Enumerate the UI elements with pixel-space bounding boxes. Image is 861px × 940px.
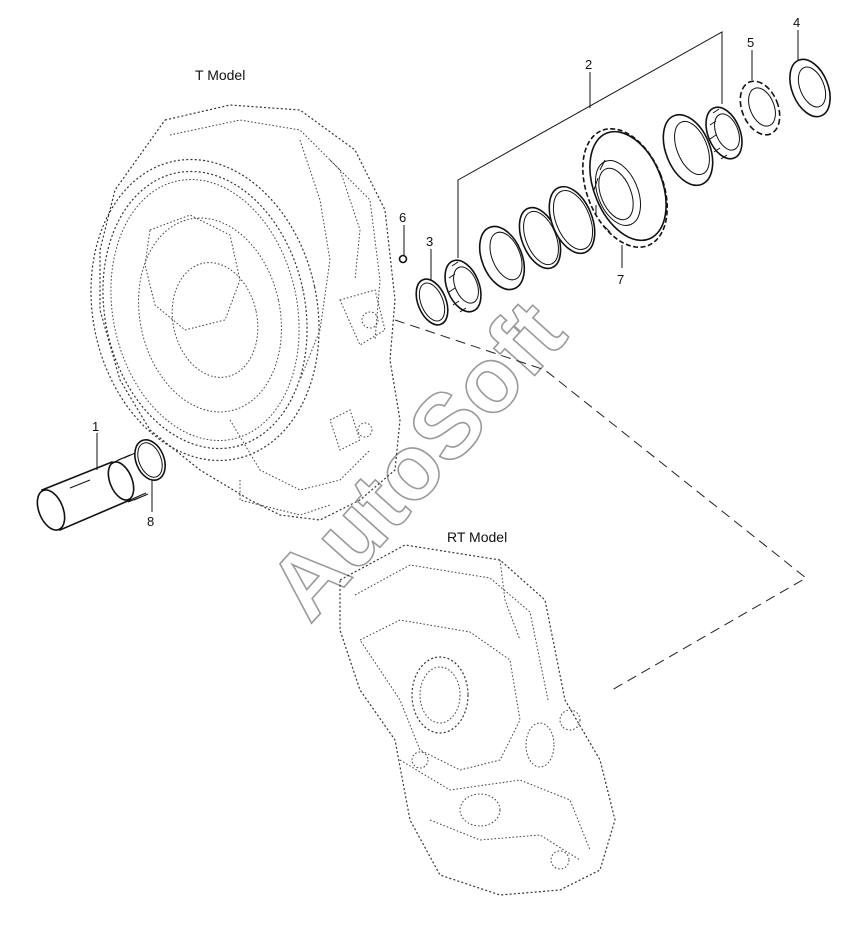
callout-6: 6	[399, 210, 406, 225]
bearing-cup-left	[478, 225, 526, 291]
part-1-shaft	[36, 449, 149, 532]
rt-model-label: RT Model	[447, 529, 507, 545]
part-7-gear	[582, 127, 668, 249]
callout-2: 2	[585, 57, 592, 72]
t-model-label: T Model	[195, 67, 245, 83]
callout-8: 8	[147, 514, 154, 529]
spacer-ring-b	[548, 185, 596, 255]
callout-5: 5	[747, 35, 754, 50]
assembly-centerline	[394, 319, 807, 691]
rt-model-housing	[339, 544, 616, 896]
part-3-snap-ring	[415, 278, 449, 326]
t-model-housing	[90, 104, 401, 521]
part-5-tab-washer	[739, 80, 781, 136]
callout-4: 4	[793, 15, 800, 30]
callout-1: 1	[92, 419, 99, 434]
part-8-o-ring	[134, 439, 166, 481]
part-4-nut	[789, 58, 831, 118]
callout-3: 3	[426, 234, 433, 249]
part-6-ball	[398, 254, 408, 264]
bearing-cone-right	[705, 106, 743, 160]
bearing-cone-left	[444, 259, 482, 313]
bearing-cup-right	[662, 113, 714, 187]
callout-7: 7	[617, 272, 624, 287]
